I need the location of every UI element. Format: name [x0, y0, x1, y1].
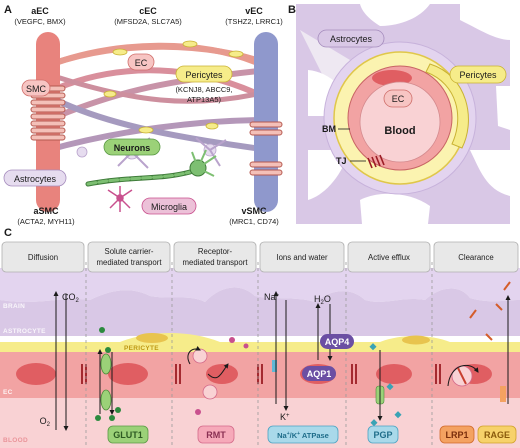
blood-layer [0, 398, 520, 448]
layer-pericyte: PERICYTE [124, 345, 159, 352]
vsmc-rings [249, 121, 283, 176]
na-label: Na+ [264, 292, 280, 302]
cec-label: cEC [139, 6, 157, 16]
asmc-label: aSMC [33, 206, 59, 216]
header-ions: Ions and water [276, 253, 328, 262]
glut1-transporter [95, 327, 121, 421]
brain-layer [0, 268, 520, 302]
ion-water-transport: Na+ K+ H2O AQP1 AQP4 [264, 291, 354, 422]
cec-markers: (MFSD2A, SLC7A5) [114, 17, 182, 26]
atpase-badge: Na+/K+ ATPase [277, 431, 329, 440]
header-efflux: Active efflux [368, 253, 410, 262]
h2o-label: H2O [314, 294, 331, 306]
header-rmt-1: Receptor- [198, 247, 233, 256]
panel-a: A [3, 4, 283, 226]
ec-layer [0, 352, 520, 398]
ec-label: EC [135, 58, 148, 68]
pericytes-label: Pericytes [185, 70, 223, 80]
aec-label: aEC [31, 6, 49, 16]
neuron-axon [85, 149, 217, 187]
layer-astrocyte: ASTROCYTE [3, 328, 46, 335]
header-diffusion: Diffusion [28, 253, 58, 262]
pericytes-markers-2: ATP13A5) [187, 95, 222, 104]
k-label: K+ [280, 412, 290, 422]
clearance-transport [447, 281, 511, 404]
lumen [359, 81, 441, 163]
pericyte-layer [0, 342, 520, 352]
layer-ec: EC [3, 389, 13, 396]
pericytes-markers-1: (KCNJ8, ABCC9, [175, 85, 232, 94]
panel-c-letter: C [4, 227, 12, 239]
co2-label: CO2 [62, 292, 80, 304]
rmt-vesicles [187, 337, 249, 415]
panel-a-letter: A [4, 4, 12, 16]
rage-badge: RAGE [484, 430, 510, 440]
tj-label: TJ [336, 156, 347, 166]
ec-label-b: EC [392, 94, 405, 104]
header-scmt-1: Solute carrier- [105, 247, 154, 256]
aqp1-label: AQP1 [307, 369, 332, 379]
diffusion-arrows: CO2 O2 [40, 291, 80, 431]
pericytes-label-b: Pericytes [459, 70, 497, 80]
astrocytes-label-a: Astrocytes [14, 174, 57, 184]
lrp1-badge: LRP1 [445, 430, 468, 440]
capillary-network [45, 42, 276, 153]
panel-b: B [288, 4, 510, 224]
pgp-badge: PGP [373, 430, 392, 440]
neurons-label: Neurons [114, 143, 151, 153]
panel-b-letter: B [288, 4, 296, 16]
tj-markers-c [81, 364, 441, 384]
pgp-efflux [369, 343, 402, 427]
microglia-cell [107, 186, 133, 212]
layer-blood: BLOOD [3, 437, 28, 444]
glut1-badge: GLUT1 [113, 430, 143, 440]
blood-label: Blood [384, 125, 415, 137]
header-clearance: Clearance [458, 253, 494, 262]
layer-brain: BRAIN [3, 303, 25, 310]
astrocyte-layer [0, 287, 520, 336]
vsmc-markers: (MRC1, CD74) [229, 217, 279, 226]
aqp4-label: AQP4 [325, 337, 350, 347]
rmt-badge: RMT [206, 430, 226, 440]
astrocytes-label-b: Astrocytes [330, 34, 373, 44]
tight-junction-marks [367, 154, 385, 169]
microglia-label: Microglia [151, 202, 187, 212]
transporter-badges: GLUT1 RMT Na+/K+ ATPase PGP LRP1 RAGE [107, 425, 517, 444]
pericyte-b [425, 63, 469, 149]
o2-label: O2 [40, 416, 51, 428]
bm-label: BM [322, 124, 336, 134]
panel-c: C [0, 227, 520, 448]
header-rmt-2: mediated transport [182, 258, 248, 267]
column-headers: Diffusion Solute carrier- mediated trans… [1, 241, 519, 273]
column-dividers [85, 262, 433, 448]
vec-markers: (TSHZ2, LRRC1) [225, 17, 283, 26]
header-scmt-2: mediated transport [96, 258, 162, 267]
vsmc-label: vSMC [241, 206, 267, 216]
vec-label: vEC [245, 6, 263, 16]
aec-markers: (VEGFC, BMX) [14, 17, 66, 26]
smc-label: SMC [26, 84, 47, 94]
asmc-markers: (ACTA2, MYH11) [17, 217, 75, 226]
pericyte-cells [103, 40, 244, 134]
